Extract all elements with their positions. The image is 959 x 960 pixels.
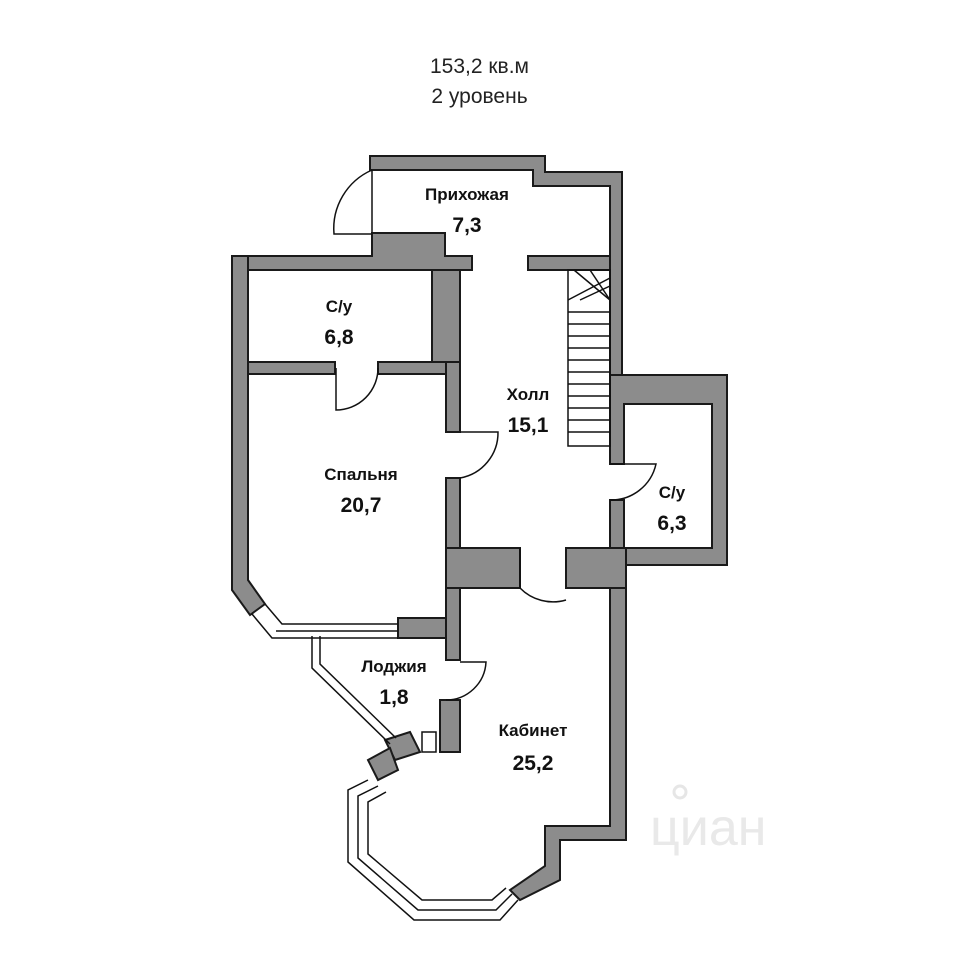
cabinet-door-icon [519,548,567,603]
room-area: 6,8 [324,326,354,349]
total-area-label: 153,2 кв.м [429,55,529,78]
loggia-door-icon [445,661,487,701]
room-name: Спальня [324,465,397,484]
room-name: Кабинет [499,721,568,740]
staircase [567,269,611,447]
room-area: 1,8 [379,686,409,709]
windows [251,603,519,921]
room-area: 6,3 [657,512,686,535]
room-hall: Холл 15,1 [507,385,550,437]
room-hallway: Прихожая 7,3 [425,185,509,237]
room-bathroom-1: С/у 6,8 [324,297,354,349]
level-label: 2 уровень [431,85,528,108]
room-name: Холл [507,385,550,404]
room-area: 15,1 [508,414,549,437]
plan-header: 153,2 кв.м 2 уровень [0,52,959,112]
room-bathroom-2: С/у 6,3 [657,483,686,535]
room-area: 7,3 [452,214,481,237]
room-bedroom: Спальня 20,7 [324,465,397,517]
cian-logo-icon: циан [650,784,766,857]
entrance-door-icon [333,169,373,235]
room-loggia: Лоджия 1,8 [361,657,426,709]
doors [333,169,657,701]
bathroom-door-icon [335,367,379,411]
room-name: С/у [326,297,353,316]
walls [231,155,728,902]
bedroom-door-icon [459,431,499,479]
watermark-text: циан [650,799,766,857]
room-study: Кабинет 25,2 [499,721,568,775]
room-area: 25,2 [513,752,554,775]
room-name: Лоджия [361,657,426,676]
room-name: С/у [659,483,686,502]
room-name: Прихожая [425,185,509,204]
bathroom2-door-icon [609,463,657,501]
room-area: 20,7 [341,494,382,517]
